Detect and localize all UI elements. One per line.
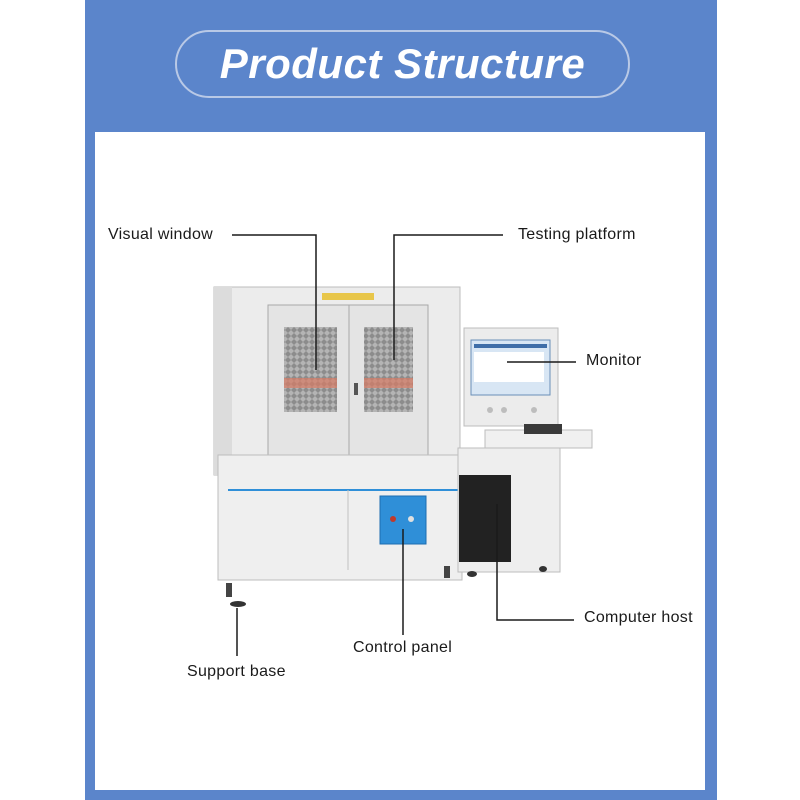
callout-visual-window [232,234,317,370]
visual-window-right [364,327,413,412]
door-handle [354,383,358,395]
label-computer-host: Computer host [584,609,693,626]
callout-lines [232,234,576,656]
title-pill: Product Structure [175,30,630,98]
callout-testing-platform [393,234,503,360]
label-control-panel: Control panel [353,639,453,656]
computer-console [457,327,593,577]
label-testing-platform: Testing platform [518,226,636,243]
page-title: Product Structure [219,40,586,87]
foot-right [444,566,450,578]
callout-computer-host [496,504,574,621]
foot-left [226,583,232,597]
visual-window-left [284,327,337,412]
label-monitor: Monitor [586,352,642,369]
label-support-base: Support base [187,663,286,680]
label-visual-window: Visual window [108,226,213,243]
support-foot [230,601,246,607]
